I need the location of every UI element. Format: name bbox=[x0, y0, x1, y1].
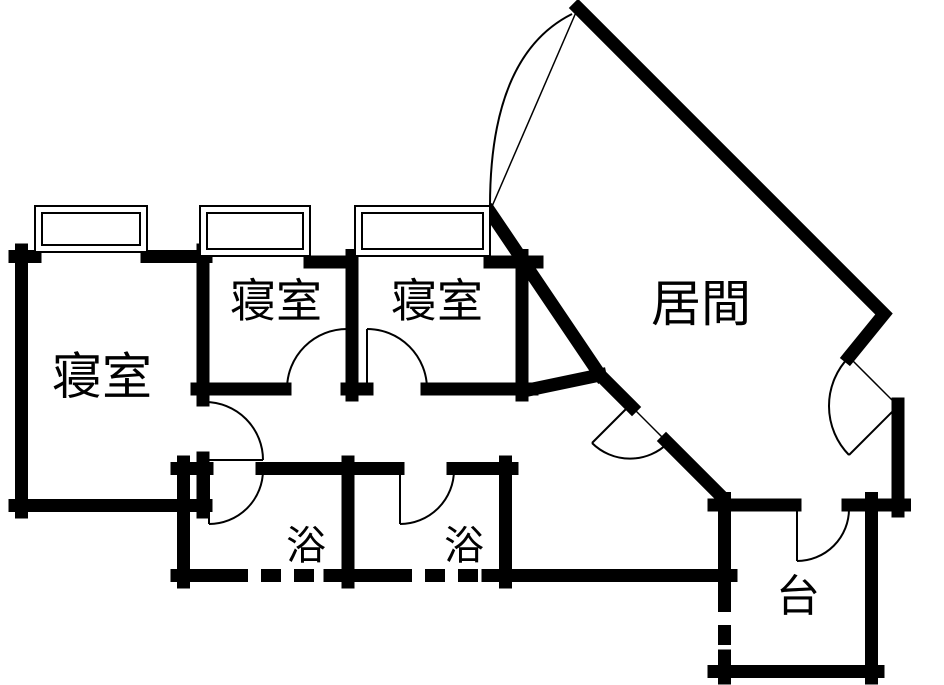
wall-left-bedroom bbox=[8, 243, 213, 519]
room-label-bedroom-left: 寝室 bbox=[52, 348, 152, 406]
door-jamb bbox=[489, 9, 578, 212]
door-swing-arc bbox=[796, 508, 850, 562]
door-jamb bbox=[629, 404, 669, 444]
door-leaf bbox=[848, 405, 899, 456]
door-swing-arc bbox=[399, 469, 455, 525]
window-frame-inner bbox=[361, 212, 484, 250]
doors bbox=[204, 9, 899, 562]
wall-baths bbox=[170, 455, 738, 589]
window-frame bbox=[354, 205, 491, 257]
window-mid-bedroom bbox=[199, 205, 311, 257]
room-label-bath-right: 浴 bbox=[444, 523, 484, 569]
room-label-bedroom-right: 寝室 bbox=[391, 274, 483, 328]
bath-left-door bbox=[208, 469, 264, 525]
window-left-bedroom bbox=[34, 205, 148, 253]
door-jamb bbox=[848, 356, 899, 407]
door-swing-arc bbox=[366, 328, 428, 390]
left-bedroom-door bbox=[204, 401, 264, 461]
door-leaf bbox=[591, 404, 631, 444]
room-label-living: 居間 bbox=[651, 275, 751, 333]
mid-bedroom-door bbox=[286, 328, 348, 390]
room-label-bath-left: 浴 bbox=[286, 523, 326, 569]
living-hall-door bbox=[591, 404, 669, 460]
living-right-door bbox=[827, 356, 899, 456]
wall-kitchen bbox=[707, 492, 885, 685]
window-frame-inner bbox=[206, 212, 304, 250]
wall-living-room bbox=[480, 0, 911, 518]
windows bbox=[34, 205, 491, 257]
door-swing-arc bbox=[286, 328, 348, 390]
right-bedroom-door bbox=[366, 328, 428, 390]
door-swing-arc bbox=[204, 401, 264, 461]
door-swing-arc bbox=[208, 469, 264, 525]
door-swing-arc bbox=[827, 356, 850, 456]
wall-mid-bedrooms bbox=[190, 249, 608, 402]
balcony-door bbox=[489, 9, 578, 212]
walls bbox=[8, 0, 911, 685]
room-labels: 寝室 寝室 寝室 居間 浴 浴 台 bbox=[52, 274, 820, 622]
room-label-bedroom-mid: 寝室 bbox=[230, 274, 322, 328]
room-label-kitchen: 台 bbox=[776, 571, 820, 622]
window-frame bbox=[199, 205, 311, 257]
bath-right-door bbox=[399, 469, 455, 525]
door-swing-arc bbox=[489, 13, 573, 207]
window-frame-inner bbox=[41, 212, 141, 246]
kitchen-door bbox=[796, 508, 850, 562]
door-swing-arc bbox=[591, 442, 669, 460]
window-right-bedroom bbox=[354, 205, 491, 257]
